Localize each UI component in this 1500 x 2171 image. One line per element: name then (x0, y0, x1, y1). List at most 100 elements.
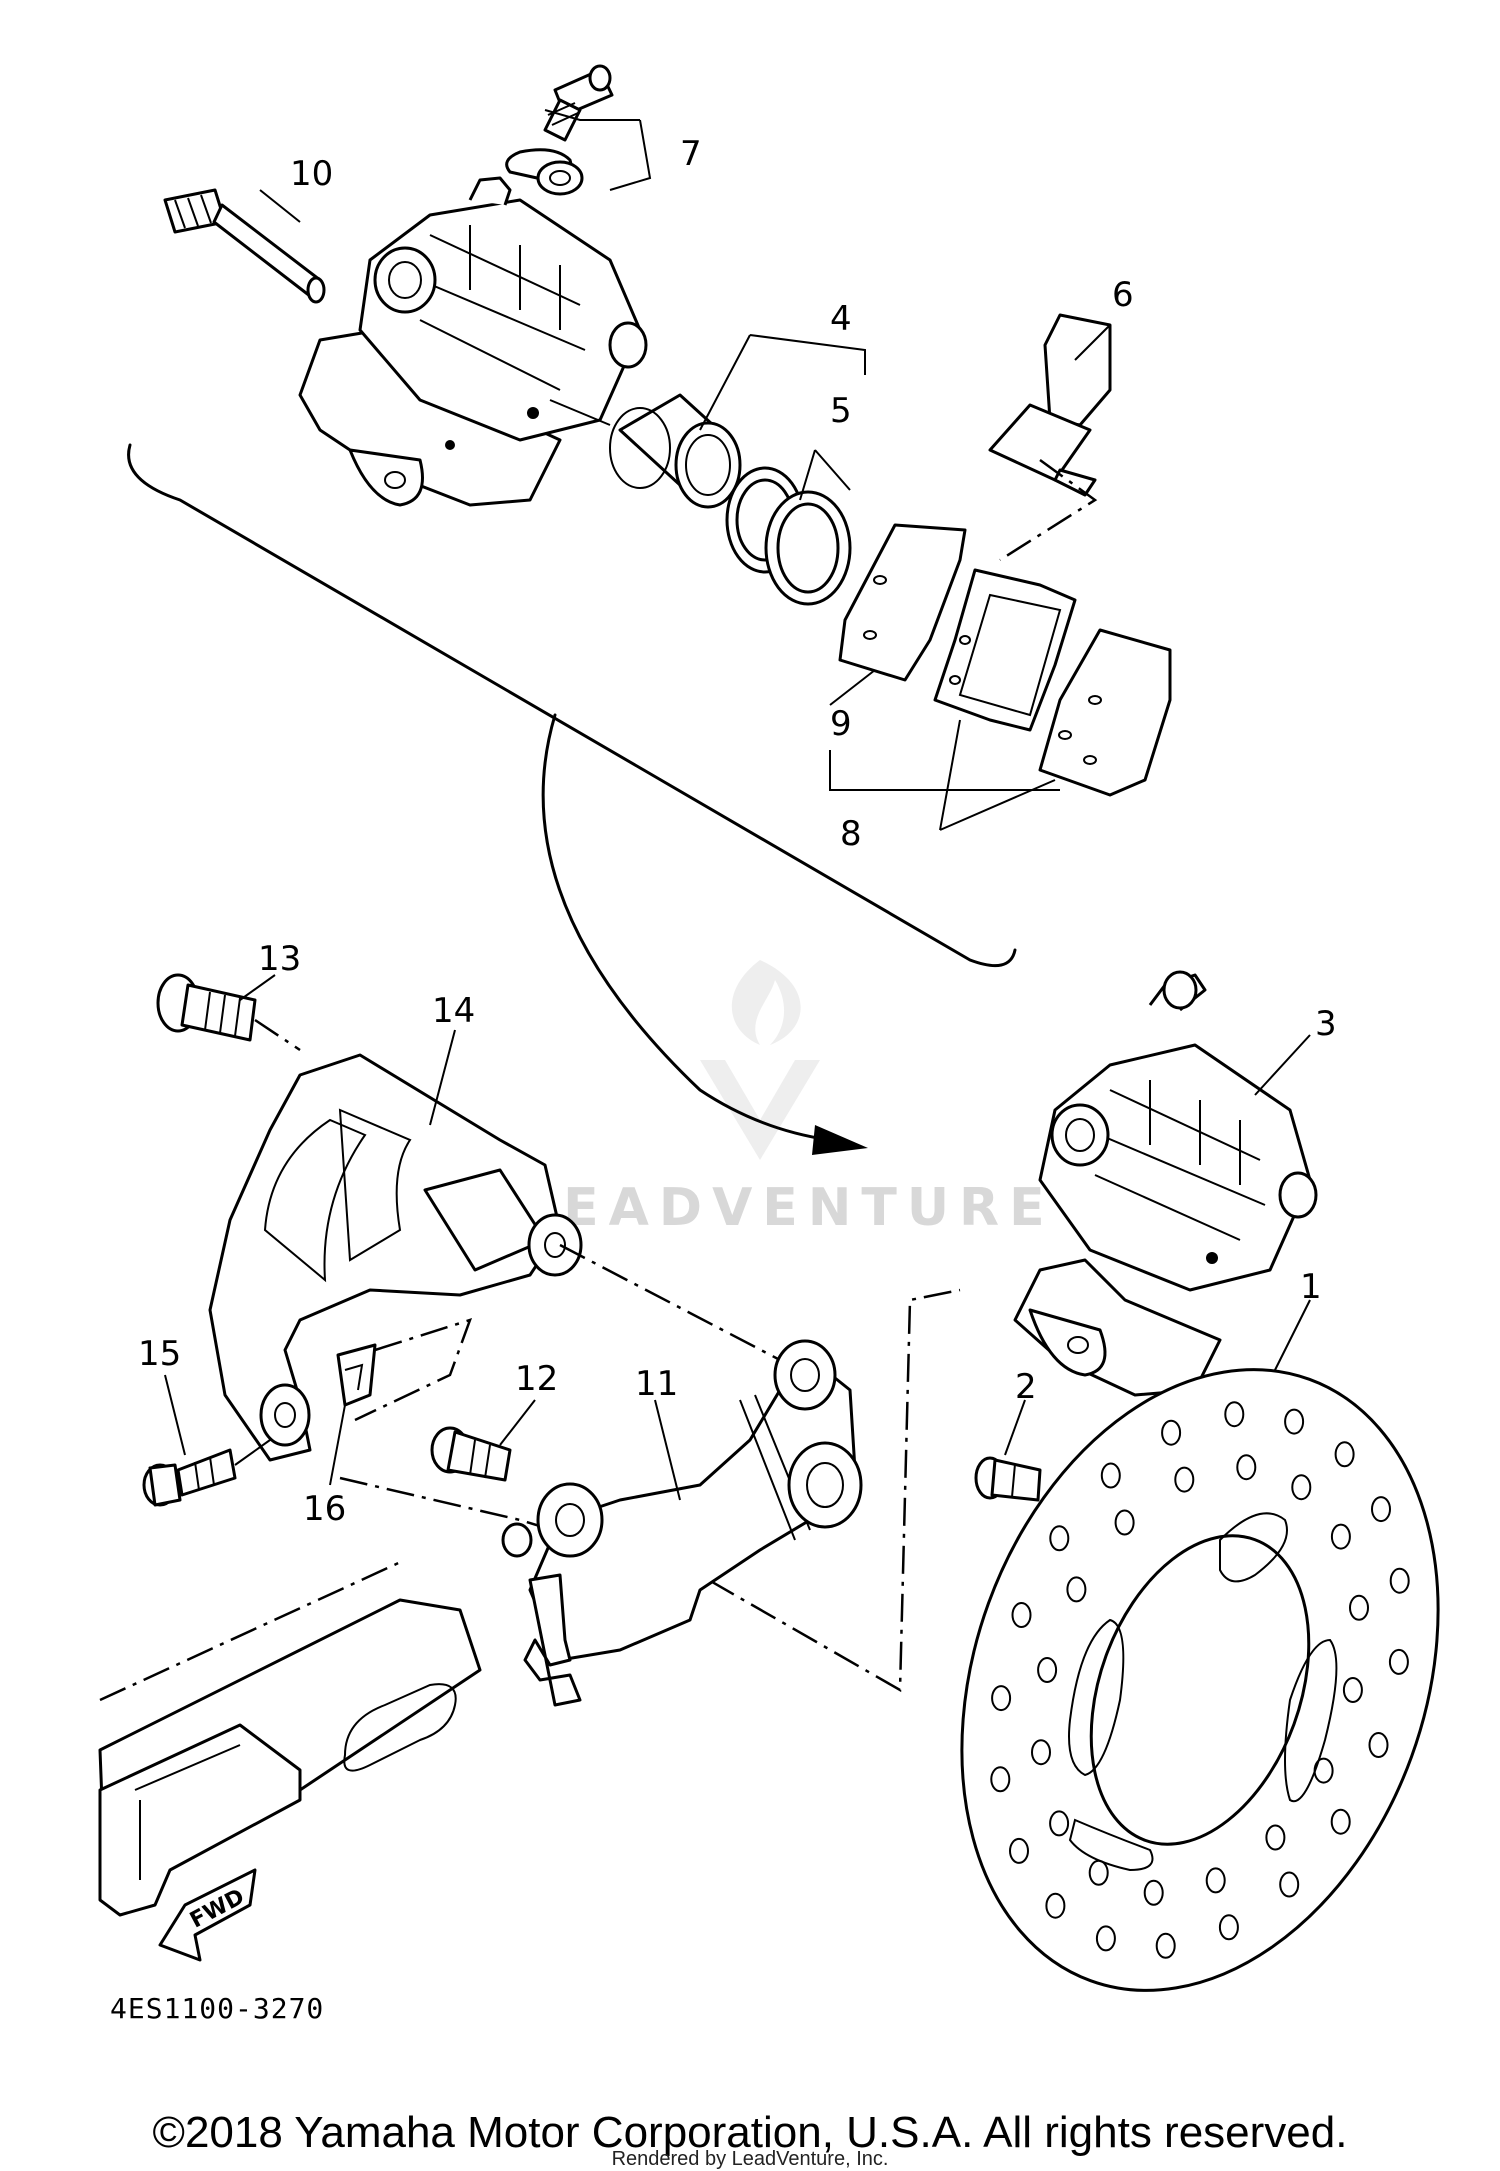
disc-hole (1388, 1648, 1409, 1675)
swingarm (98, 1598, 482, 1917)
caliper-body-exploded (298, 176, 648, 507)
swingarm-edge (99, 1558, 406, 1702)
pad-shim (838, 523, 967, 682)
callout-1: 1 (1300, 1267, 1322, 1307)
disc-hole (1174, 1466, 1195, 1493)
disc-hole (991, 1685, 1012, 1712)
copyright-notice: ©2018 Yamaha Motor Corporation, U.S.A. A… (152, 2108, 1348, 2157)
part-code: 4ES1100-3270 (110, 1992, 324, 2025)
callout-14: 14 (432, 991, 475, 1031)
disc-hole (990, 1766, 1011, 1793)
disc-hole (1100, 1462, 1121, 1489)
disc-hole (1224, 1401, 1245, 1428)
callout-8: 8 (840, 814, 862, 854)
brake-arm (501, 1339, 863, 1707)
disc-hole (1330, 1523, 1351, 1550)
disc-hole (1011, 1602, 1032, 1628)
disc-hole (1389, 1567, 1410, 1594)
caliper-assembly (1013, 970, 1318, 1397)
disc-hole (1066, 1576, 1087, 1603)
leader-4 (699, 334, 866, 431)
callout-6: 6 (1112, 275, 1134, 315)
callout-13: 13 (258, 939, 301, 979)
disc-hole (1049, 1525, 1070, 1552)
callout-16: 16 (303, 1489, 346, 1529)
disc-hole (1291, 1474, 1312, 1501)
disc-hole (1349, 1594, 1369, 1621)
leader-8b (939, 719, 1056, 831)
disc-hole (1368, 1732, 1389, 1758)
caliper-bracket (208, 1053, 583, 1462)
disc-hole (1095, 1925, 1116, 1952)
guide-b (354, 1318, 473, 1422)
disc-hole (1279, 1871, 1300, 1898)
caliper-pin (163, 188, 326, 304)
brake-pad-outer (1038, 628, 1172, 797)
leader-7a (609, 119, 652, 191)
brake-disc (960, 1368, 1440, 1992)
disc-hole (1371, 1496, 1391, 1523)
leader-13 (239, 974, 276, 1001)
watermark-logo (700, 960, 820, 1160)
brake-pad-inner (933, 568, 1077, 732)
callout-12: 12 (515, 1359, 558, 1399)
bolt15-line (234, 1439, 271, 1466)
group-bracket (127, 443, 1017, 968)
leader-16 (329, 1404, 346, 1486)
disc-hole (1205, 1867, 1226, 1894)
leader-14 (429, 1029, 456, 1126)
assembly-arrow (541, 713, 832, 1142)
piston (609, 393, 742, 509)
disc-hole (1330, 1808, 1351, 1835)
callout-5: 5 (830, 391, 852, 431)
disc-hole (1334, 1441, 1355, 1468)
leader-1 (1274, 1299, 1311, 1371)
bolt13-dash (254, 1018, 301, 1052)
leader-9 (829, 669, 876, 706)
disc-hole (1161, 1419, 1182, 1446)
guide-c (339, 1288, 961, 1693)
bracket-bolt (156, 973, 257, 1042)
callout-4: 4 (830, 299, 852, 339)
disc-hole (1088, 1859, 1109, 1886)
callout-9: 9 (830, 704, 852, 744)
watermark-text: LEADVENTURE (520, 1178, 1055, 1238)
leader-11 (654, 1399, 681, 1501)
disc-hole (1009, 1837, 1029, 1864)
disc-hole (1037, 1657, 1058, 1683)
callout-7: 7 (680, 134, 702, 174)
small-bolt (142, 1448, 237, 1507)
disc-hole (1049, 1810, 1070, 1837)
callout-3: 3 (1315, 1004, 1337, 1044)
fwd-arrow-icon (158, 1868, 257, 1962)
leader-10 (259, 189, 301, 223)
leader-12 (499, 1399, 536, 1446)
piston-seals (725, 466, 852, 606)
callout-11: 11 (635, 1364, 678, 1404)
disc-hole (1313, 1757, 1334, 1784)
leader-5 (799, 449, 851, 501)
pin-leader (549, 399, 611, 426)
disc-hole (1342, 1677, 1363, 1703)
leader-2 (1004, 1399, 1026, 1456)
leader-8a (829, 750, 1060, 791)
leader-3 (1254, 1034, 1311, 1096)
bleed-screw (505, 64, 614, 196)
leader-15 (164, 1374, 186, 1456)
leader-7b (544, 109, 640, 121)
clip-dash (999, 458, 1098, 562)
disc-hole (1143, 1879, 1164, 1906)
callout-2: 2 (1015, 1367, 1037, 1407)
leader-6 (1074, 324, 1111, 361)
disc-hole (1031, 1739, 1051, 1766)
disc-hole (1045, 1892, 1066, 1919)
disc-hole (1265, 1824, 1286, 1851)
disc-hole (1236, 1454, 1257, 1481)
disc-screw (974, 1456, 1042, 1502)
disc-hole (1114, 1509, 1135, 1536)
hose-clip (336, 1343, 377, 1407)
rendered-by-credit: Rendered by LeadVenture, Inc. (611, 2148, 889, 2170)
disc-hole (1218, 1914, 1239, 1941)
